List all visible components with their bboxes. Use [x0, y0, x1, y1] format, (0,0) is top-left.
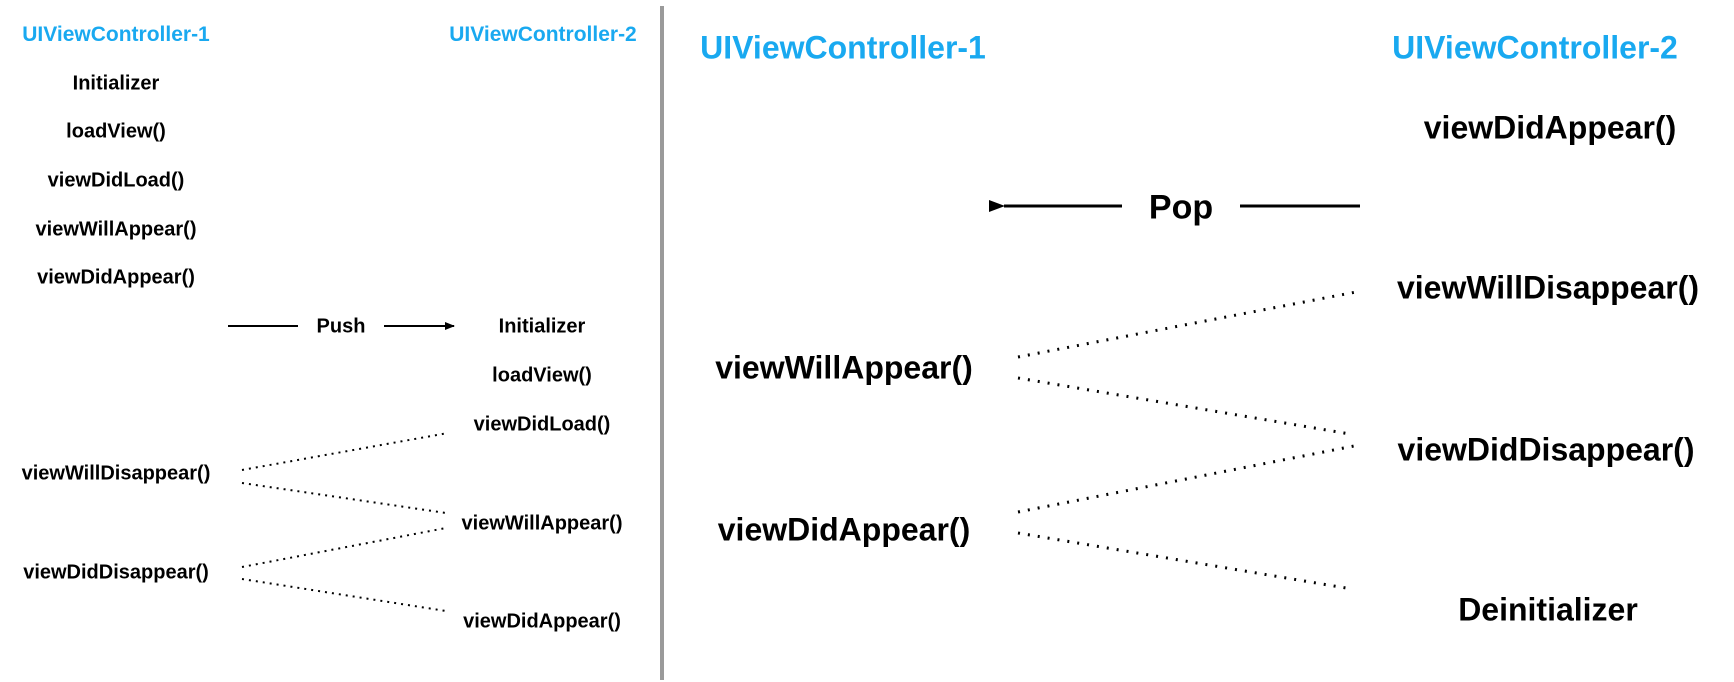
- pop-vc2-title: UIViewController-2: [1392, 29, 1678, 66]
- push-vc2-viewwillappear: viewWillAppear(): [461, 512, 623, 535]
- connector-diddisappear-to-willappear: [241, 527, 447, 568]
- push-vc1-viewdidappear: viewDidAppear(): [37, 266, 195, 289]
- push-label: Push: [316, 315, 366, 338]
- connector-didappear-to-deinit: [1017, 531, 1347, 590]
- push-vc1-viewdiddisappear: viewDidDisappear(): [23, 561, 209, 584]
- push-vc1-initializer: Initializer: [72, 72, 160, 95]
- pop-vc2-deinitializer: Deinitializer: [1458, 591, 1638, 628]
- push-vc1-viewdidload: viewDidLoad(): [47, 169, 185, 192]
- push-vc2-title: UIViewController-2: [449, 23, 637, 46]
- push-vc2-loadview: loadView(): [492, 364, 592, 387]
- push-vc1-title: UIViewController-1: [22, 23, 210, 46]
- pop-vc1-viewdidappear: viewDidAppear(): [717, 511, 971, 548]
- push-vc2-viewdidappear: viewDidAppear(): [463, 610, 621, 633]
- push-vc2-viewdidload: viewDidLoad(): [473, 413, 611, 436]
- pop-vc2-viewwilldisappear: viewWillDisappear(): [1396, 269, 1700, 306]
- connector-willappear-to-diddisappear: [1017, 376, 1351, 436]
- push-vc2-initializer: Initializer: [498, 315, 586, 338]
- pop-label: Pop: [1148, 188, 1214, 227]
- pop-vc2-viewdidappear: viewDidAppear(): [1423, 109, 1677, 146]
- pop-vc2-viewdiddisappear: viewDidDisappear(): [1397, 431, 1695, 468]
- pop-vc1-viewwillappear: viewWillAppear(): [715, 349, 973, 386]
- connector-didappear-to-diddisappear: [1017, 444, 1355, 514]
- connector-willdisappear-to-willappear: [241, 482, 447, 514]
- push-vc1-viewwillappear: viewWillAppear(): [35, 218, 197, 241]
- push-vc1-loadview: loadView(): [66, 120, 166, 143]
- connector-willdisappear-to-didload: [241, 432, 449, 471]
- pop-vc1-title: UIViewController-1: [700, 29, 986, 66]
- push-vc1-viewwilldisappear: viewWillDisappear(): [21, 462, 211, 485]
- connector-willappear-to-willdisappear: [1017, 290, 1357, 359]
- connector-diddisappear-to-didappear: [241, 578, 447, 612]
